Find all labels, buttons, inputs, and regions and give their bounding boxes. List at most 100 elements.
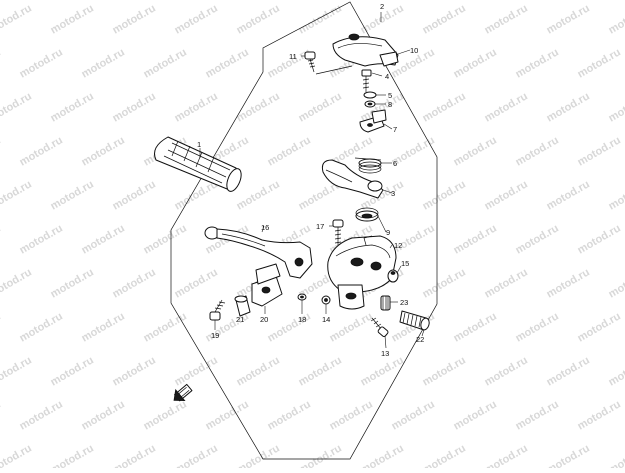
watermark-text: motod.ru xyxy=(607,2,625,36)
callout-11: 11 xyxy=(289,52,297,61)
watermark-text: motod.ru xyxy=(607,266,625,300)
watermark-text: motod.ru xyxy=(0,266,34,300)
watermark-text: motod.ru xyxy=(111,442,158,468)
watermark-text: motod.ru xyxy=(49,354,96,388)
watermark-text: motod.ru xyxy=(0,178,34,212)
watermark-text: motod.ru xyxy=(576,134,623,168)
watermark-text: motod.ru xyxy=(297,442,344,468)
watermark-text: motod.ru xyxy=(111,178,158,212)
watermark-text: motod.ru xyxy=(576,46,623,80)
watermark-text: motod.ru xyxy=(173,442,220,468)
watermark-text: motod.ru xyxy=(142,46,189,80)
watermark-text: motod.ru xyxy=(421,178,468,212)
callout-6: 6 xyxy=(393,159,397,168)
watermark-text: motod.ru xyxy=(49,266,96,300)
watermark-text: motod.ru xyxy=(0,46,3,80)
watermark-text: motod.ru xyxy=(0,398,3,432)
adjuster-part-23 xyxy=(381,296,390,310)
watermark-text: motod.ru xyxy=(80,134,127,168)
watermark-text: motod.ru xyxy=(0,134,3,168)
watermark-text: motod.ru xyxy=(18,46,65,80)
callout-20: 20 xyxy=(260,315,268,324)
watermark-text: motod.ru xyxy=(173,354,220,388)
watermark-text: motod.ru xyxy=(545,266,592,300)
watermark-text: motod.ru xyxy=(483,266,530,300)
watermark-text: motod.ru xyxy=(514,310,561,344)
watermark-text: motod.ru xyxy=(421,2,468,36)
watermark-text: motod.ru xyxy=(483,442,530,468)
watermark-text: motod.ru xyxy=(328,310,375,344)
watermark-text: motod.ru xyxy=(421,90,468,124)
callout-15: 15 xyxy=(401,259,409,268)
callout-1: 1 xyxy=(197,140,201,149)
watermark-text: motod.ru xyxy=(483,90,530,124)
watermark-text: motod.ru xyxy=(514,222,561,256)
watermark-text: motod.ru xyxy=(607,442,625,468)
clamp-part-10 xyxy=(316,34,398,74)
watermark-text: motod.ru xyxy=(204,398,251,432)
watermark-text: motod.ru xyxy=(142,310,189,344)
watermark-text: motod.ru xyxy=(49,178,96,212)
callout-5: 5 xyxy=(388,91,392,100)
nut-part-14 xyxy=(322,296,330,304)
callout-13: 13 xyxy=(381,349,389,358)
watermark-text: motod.ru xyxy=(483,354,530,388)
watermark-text: motod.ru xyxy=(421,442,468,468)
watermark-text: motod.ru xyxy=(18,398,65,432)
callout-19: 19 xyxy=(211,331,219,340)
watermark-text: motod.ru xyxy=(452,310,499,344)
watermark-text: motod.ru xyxy=(514,46,561,80)
watermark-text: motod.ru xyxy=(0,90,34,124)
watermark-text: motod.ru xyxy=(111,266,158,300)
watermark-text: motod.ru xyxy=(49,90,96,124)
callout-12: 12 xyxy=(394,241,402,250)
watermark-text: motod.ru xyxy=(111,90,158,124)
callout-22: 22 xyxy=(416,335,424,344)
watermark-text: motod.ru xyxy=(452,46,499,80)
watermark-text: motod.ru xyxy=(235,442,282,468)
watermark-text: motod.ru xyxy=(390,398,437,432)
watermark-text: motod.ru xyxy=(607,354,625,388)
callout-8: 8 xyxy=(388,100,392,109)
watermark-text: motod.ru xyxy=(235,178,282,212)
watermark-text: motod.ru xyxy=(359,442,406,468)
callout-2: 2 xyxy=(380,2,384,11)
watermark-text: motod.ru xyxy=(173,2,220,36)
watermark-text: motod.ru xyxy=(80,46,127,80)
bolt-part-11 xyxy=(305,52,315,72)
watermark-text: motod.ru xyxy=(266,398,313,432)
bolt-part-19 xyxy=(210,300,225,320)
callout-21: 21 xyxy=(236,315,244,324)
callout-3: 3 xyxy=(391,189,395,198)
watermark-text: motod.ru xyxy=(80,222,127,256)
watermark-text: motod.ru xyxy=(390,222,437,256)
watermark-text: motod.ru xyxy=(359,354,406,388)
watermark-text: motod.ru xyxy=(49,2,96,36)
callout-10: 10 xyxy=(410,46,418,55)
watermark-text: motod.ru xyxy=(18,310,65,344)
watermark-text: motod.ru xyxy=(452,134,499,168)
watermark-text: motod.ru xyxy=(80,310,127,344)
watermark-text: motod.ru xyxy=(18,222,65,256)
callout-23: 23 xyxy=(400,298,408,307)
watermark-text: motod.ru xyxy=(297,354,344,388)
watermark-text: motod.ru xyxy=(452,398,499,432)
watermark-text: motod.ru xyxy=(235,354,282,388)
callout-18: 18 xyxy=(298,315,306,324)
watermark-text: motod.ru xyxy=(297,2,344,36)
watermark-text: motod.ru xyxy=(18,134,65,168)
watermark-text: motod.ru xyxy=(80,398,127,432)
watermark-text: motod.ru xyxy=(576,310,623,344)
washer-part-5 xyxy=(364,92,376,98)
watermark-text: motod.ru xyxy=(514,134,561,168)
watermark-text: motod.ru xyxy=(49,442,96,468)
watermark-text: motod.ru xyxy=(142,222,189,256)
nut-part-15 xyxy=(388,270,398,282)
watermark-text: motod.ru xyxy=(142,398,189,432)
watermark-text: motod.ru xyxy=(421,266,468,300)
watermark-text: motod.ru xyxy=(545,2,592,36)
screw-part-18 xyxy=(298,294,306,300)
callout-7: 7 xyxy=(393,125,397,134)
